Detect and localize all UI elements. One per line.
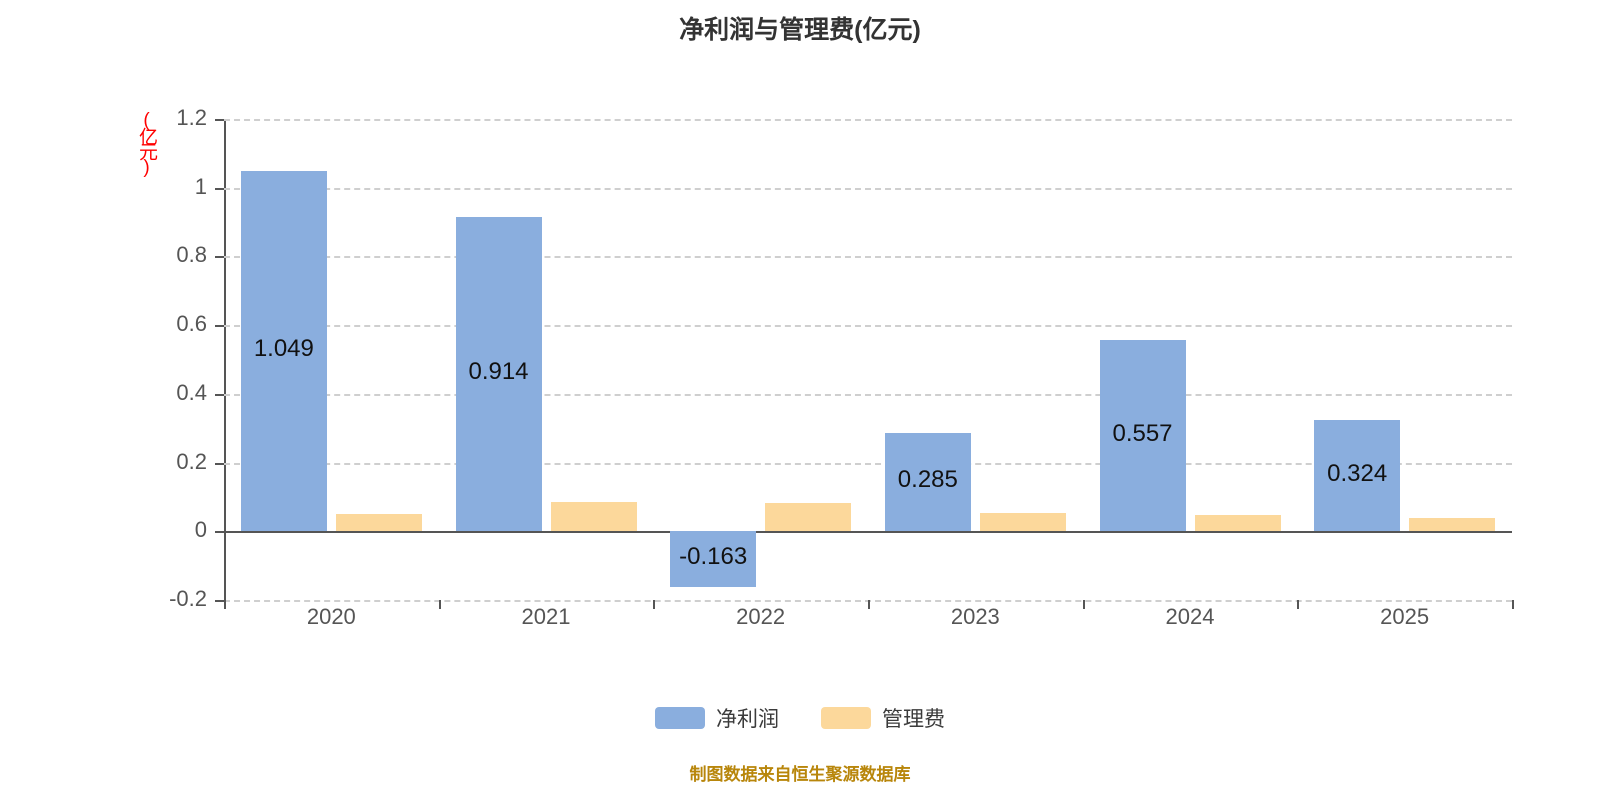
- gridline: [224, 325, 1512, 328]
- y-axis-tick-mark: [215, 325, 224, 328]
- x-axis-tick-label: 2024: [1165, 604, 1215, 629]
- x-axis-tick-label: 2020: [306, 604, 356, 629]
- x-axis-tick-mark: [653, 600, 656, 609]
- bar-net-profit: [455, 217, 542, 532]
- x-axis-tick-mark: [224, 600, 226, 609]
- y-axis-tick-mark: [215, 119, 224, 121]
- x-axis-tick-label: 2023: [950, 604, 1000, 629]
- bar-admin-expense: [335, 514, 422, 532]
- bar-value-label: 0.557: [1112, 419, 1173, 447]
- y-axis-tick-label: 1.2: [176, 105, 207, 130]
- bar-admin-expense: [1194, 515, 1281, 532]
- y-axis-tick-label: -0.2: [169, 586, 207, 611]
- bar-value-label: 1.049: [253, 335, 314, 363]
- y-axis-tick-mark: [215, 256, 224, 259]
- y-axis-title: (亿元): [136, 110, 157, 174]
- footer-source-note: 制图数据来自恒生聚源数据库: [689, 765, 911, 784]
- y-axis-tick-mark: [215, 462, 224, 465]
- bar-admin-expense: [1409, 517, 1496, 532]
- y-axis-tick-label: 0.6: [176, 311, 207, 337]
- y-axis-tick-mark: [215, 600, 224, 602]
- bar-admin-expense: [979, 513, 1066, 532]
- gridline: [224, 187, 1512, 190]
- bar-value-label: -0.163: [679, 543, 748, 571]
- bar-value-label: 0.914: [468, 358, 529, 386]
- bars-layer: 1.049 0.914 -0.163 0.285 0.557 0.324: [224, 119, 1512, 600]
- x-axis-tick-mark: [868, 600, 870, 609]
- gridline: [224, 393, 1512, 396]
- bar-net-profit: [1099, 339, 1186, 532]
- x-axis-tick-mark: [1082, 600, 1085, 609]
- y-axis-tick-mark: [215, 393, 224, 396]
- bar-admin-expense: [765, 503, 852, 532]
- y-axis-tick-mark: [215, 531, 224, 534]
- legend-swatch-icon: [655, 707, 705, 729]
- y-axis-tick-label: 0: [194, 517, 207, 543]
- y-axis-tick-label: 0.4: [176, 379, 207, 405]
- x-axis-tick-label: 2025: [1380, 604, 1430, 629]
- x-axis-tick-mark: [438, 600, 441, 609]
- legend-item-label: 管理费: [882, 708, 945, 731]
- legend-swatch-icon: [821, 707, 871, 729]
- gridline: [224, 119, 1512, 121]
- chart-title: 净利润与管理费(亿元): [679, 16, 921, 44]
- gridline: [224, 256, 1512, 259]
- legend-item-label: 净利润: [716, 708, 779, 731]
- zero-line: [224, 531, 1512, 534]
- y-axis-tick-mark: [215, 187, 224, 190]
- y-axis-tick-label: 0.2: [176, 448, 207, 474]
- legend-item[interactable]: 管理费: [821, 703, 945, 733]
- y-axis-line: [224, 119, 226, 600]
- y-axis-tick-label: 0.8: [176, 242, 207, 268]
- bar-net-profit: [884, 433, 971, 532]
- chart-legend: 净利润 管理费: [0, 703, 1600, 733]
- x-axis-tick-label: 2021: [521, 604, 571, 629]
- bar-net-profit: [240, 170, 327, 532]
- legend-item[interactable]: 净利润: [655, 703, 779, 733]
- bar-value-label: 0.324: [1327, 459, 1388, 487]
- x-axis-tick-mark: [1512, 600, 1514, 609]
- bar-net-profit: [1314, 419, 1401, 532]
- x-axis-tick-mark: [1297, 600, 1300, 609]
- bar-net-profit: [670, 531, 757, 588]
- gridline: [224, 462, 1512, 465]
- bar-admin-expense: [550, 501, 637, 532]
- y-axis-tick-label: 1: [194, 173, 207, 199]
- x-axis-tick-label: 2022: [736, 604, 786, 629]
- bar-value-label: 0.285: [897, 466, 958, 494]
